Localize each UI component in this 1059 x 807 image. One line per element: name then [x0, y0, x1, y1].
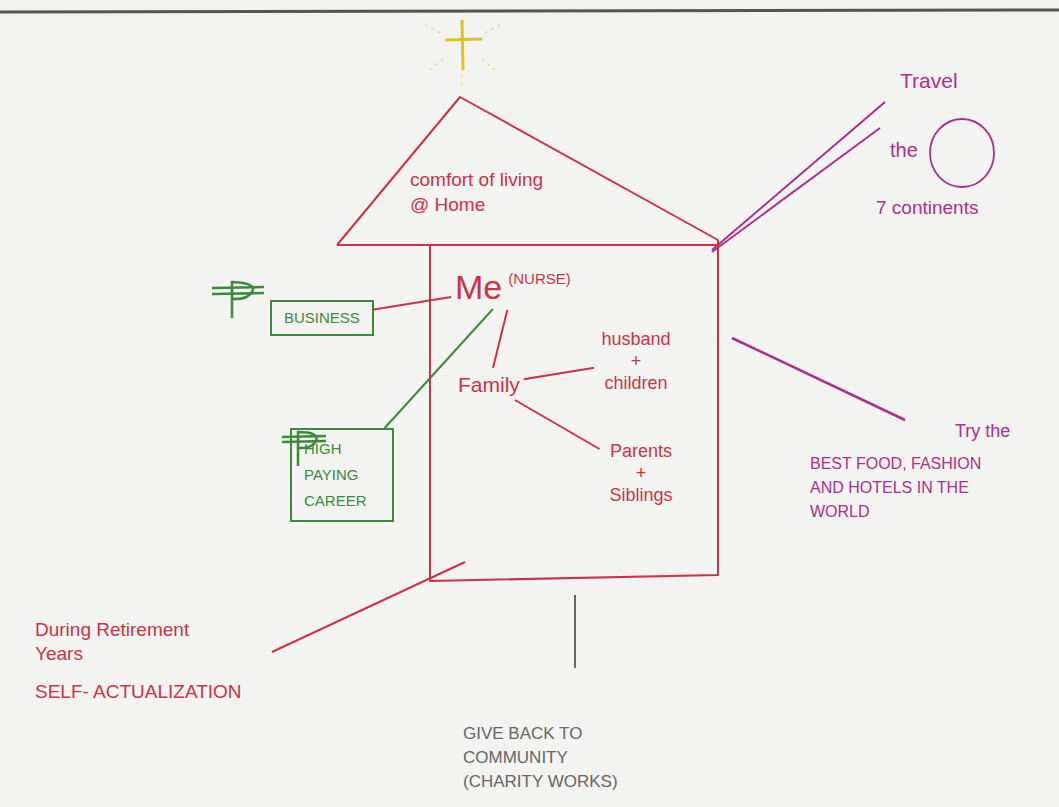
goal-box: HIGH PAYING CAREER [290, 428, 394, 522]
connector-line [524, 368, 594, 380]
retirement-label: During Retirement Years [35, 618, 225, 666]
connector-line [385, 309, 493, 428]
self-actualization-label: SELF- ACTUALIZATION [35, 680, 242, 704]
family-node: Family [458, 372, 520, 398]
connector-line [374, 297, 451, 310]
connector-line [493, 310, 507, 368]
family-member-node: husband + children [598, 328, 674, 394]
cross-symbol [425, 20, 500, 90]
node-text: (NURSE) [508, 270, 571, 288]
node-text: HIGH PAYING CAREER [304, 436, 380, 514]
node-text: husband + children [598, 328, 674, 394]
peso-symbol [212, 282, 264, 318]
give-back-label: GIVE BACK TO COMMUNITY (CHARITY WORKS) [463, 722, 623, 794]
node-text: Parents + Siblings [603, 440, 679, 506]
me-node: Me (NURSE) [455, 268, 571, 306]
give-back-leader [574, 595, 576, 668]
node-text: Me [455, 268, 502, 306]
goal-box: BUSINESS [270, 300, 374, 336]
travel-label: 7 continents [876, 196, 978, 220]
travel-label: Travel [900, 68, 958, 94]
retirement-leader [272, 562, 465, 652]
family-member-node: Parents + Siblings [603, 440, 679, 506]
try-leader [732, 338, 905, 420]
try-label: Try the [955, 420, 1010, 443]
try-label: BEST FOOD, FASHION AND HOTELS IN THE WOR… [810, 452, 998, 524]
paper-edge [0, 10, 1059, 12]
travel-label: the [890, 138, 918, 163]
node-text: comfort of living @ Home [410, 167, 560, 217]
node-text: BUSINESS [284, 308, 360, 328]
travel-leader [712, 102, 994, 252]
node-text: Family [458, 372, 520, 398]
connector-line [515, 400, 600, 449]
